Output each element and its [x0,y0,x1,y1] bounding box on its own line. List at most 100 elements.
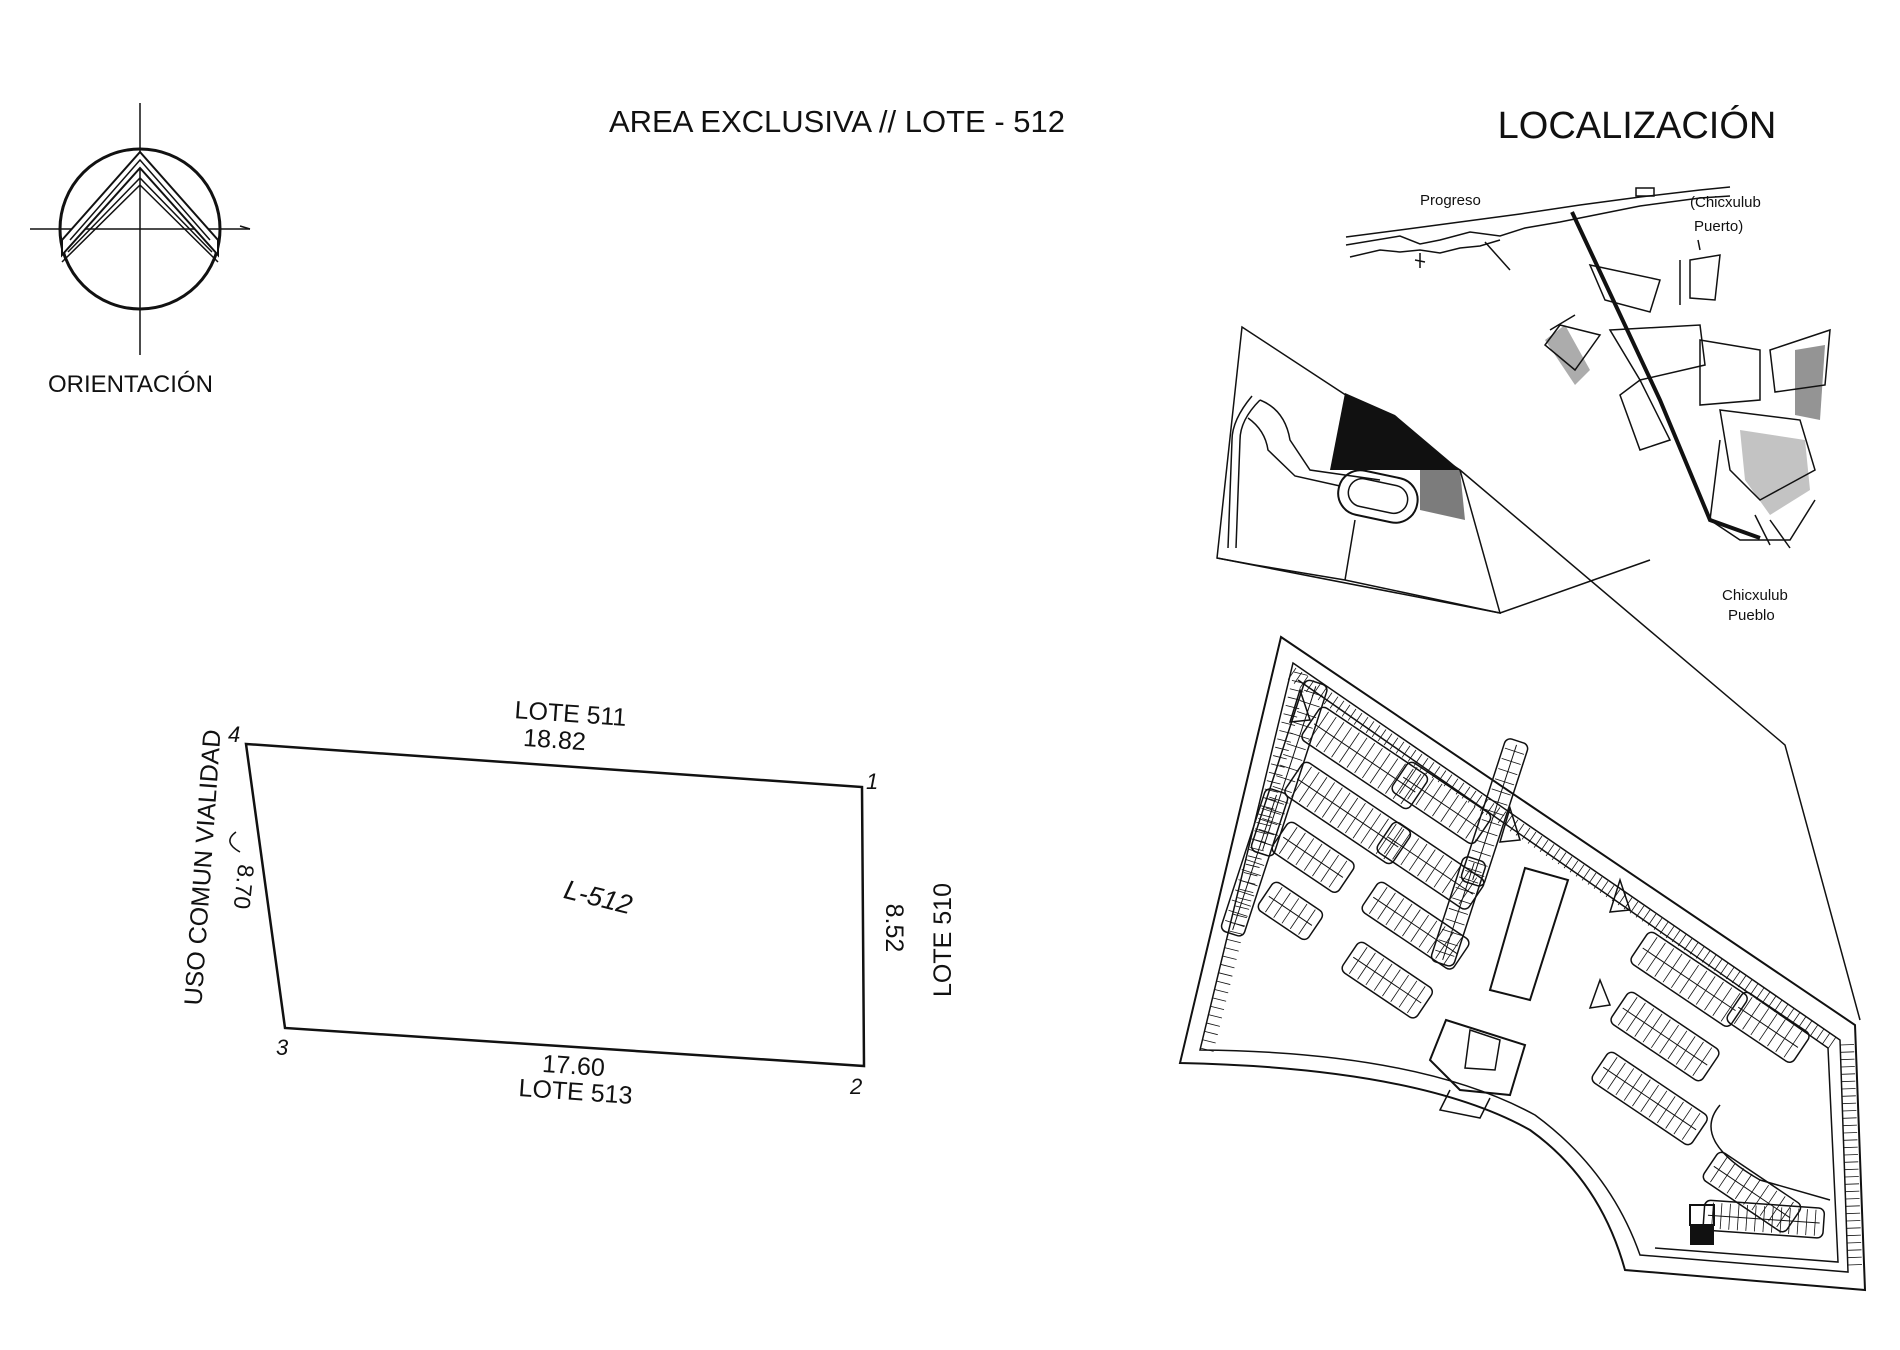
plan-hatch [1847,1249,1862,1251]
plan-hatch [1737,975,1747,988]
plan-hatch [1844,1176,1859,1178]
orientation-label: ORIENTACIÓN [48,371,213,398]
plan-hatch [1695,946,1705,959]
plan-hatch [1359,716,1369,729]
plan-hatch [1323,692,1333,705]
plan-hatch [1843,1154,1859,1156]
lot-boundary [244,742,866,1068]
plan-hatch [1629,901,1639,914]
plan-hatch [1665,926,1675,939]
east-neighbor-label: LOTE 510 [929,883,957,997]
plan-block [1726,991,1810,1064]
plan-block [1630,931,1748,1028]
plan-hatch [1701,950,1711,963]
plan-hatch [1842,1110,1857,1112]
plan-hatch [1815,1028,1825,1041]
place-chicxulub-puerto-1: (Chicxulub [1690,194,1761,211]
plan-hatch [1683,938,1693,951]
plan-hatch [1317,688,1327,701]
plan-hatch [1210,1005,1225,1011]
plan-hatch [1401,745,1411,758]
plan-block [1391,761,1492,845]
plan-hatch [1293,671,1308,676]
plan-hatch [1842,1124,1857,1127]
plan-block [1301,706,1429,810]
plan-hatch [1233,913,1248,919]
lot-name-label: L-512 [561,874,635,920]
plan-hatch [1847,1264,1863,1266]
development-master-plan [1178,635,1867,1292]
place-progreso: Progreso [1420,192,1481,209]
plan-hatch [1563,856,1573,869]
plan-hatch [1840,1058,1855,1061]
plan-hatch [1743,979,1753,992]
plan-hatch [1659,921,1669,934]
plan-hatch [1840,1051,1855,1053]
plan-hatch [1395,741,1405,754]
plan-hatch [1843,1139,1858,1141]
place-chicxulub-pueblo-1: Chicxulub [1722,587,1788,604]
place-chicxulub-pueblo-2: Pueblo [1728,607,1775,624]
plan-block [1257,881,1324,941]
plan-hatch [1842,1102,1857,1105]
plan-hatch [1353,712,1363,725]
plan-hatch [1277,738,1291,743]
plan-hatch [1222,955,1237,960]
plan-block [1702,1151,1802,1233]
plan-hatch [1845,1183,1860,1185]
plan-hatch [1299,675,1309,688]
plan-hatch [1647,913,1657,926]
plan-hatch [1575,864,1585,877]
plan-hatch [1212,997,1227,1002]
plan-hatch [1220,964,1235,969]
plan-hatch [1845,1198,1860,1200]
plan-hatch [1206,1022,1220,1027]
plan-hatch [1291,679,1306,685]
plan-hatch [1844,1168,1859,1171]
south-length-label: 17.60 [541,1050,605,1082]
plan-hatch [1809,1024,1819,1037]
plan-hatch [1557,852,1567,865]
plan-block [1460,738,1529,887]
plan-hatch [1821,1032,1831,1045]
plan-hatch [1497,811,1507,824]
plan-hatch [1521,827,1531,840]
plan-hatch [1245,863,1260,868]
plan-block [1376,821,1485,910]
plan-hatch [1599,880,1609,893]
plan-hatch [1551,848,1561,861]
vertex-label-4: 4 [228,722,240,747]
plan-hatch [1235,905,1250,910]
plan-hatch [1371,725,1381,738]
plan-hatch [1199,1047,1214,1052]
plan-hatch [1285,705,1300,710]
plan-hatch [1587,872,1597,885]
plan-hatch [1287,667,1297,680]
plan-hatch [1839,1044,1855,1046]
plan-hatch [1843,1146,1858,1149]
plan-hatch [1283,713,1298,718]
plan-hatch [1847,1256,1862,1259]
plan-hatch [1641,909,1651,922]
plan-hatch [1713,958,1723,971]
plan-hatch [1677,934,1687,947]
plan-hatch [1605,885,1615,898]
plan-hatch [1725,967,1735,980]
plan-hatch [1377,729,1387,742]
plan-hatch [1509,819,1519,832]
plan-hatch [1844,1161,1859,1163]
plan-hatch [1827,1036,1837,1049]
plan-hatch [1237,897,1252,902]
plan-hatch [1533,835,1543,848]
plan-hatch [1389,737,1399,750]
plan-hatch [1247,855,1262,860]
plan-hatch [1755,987,1765,1000]
plan-hatch [1653,917,1663,930]
plan-hatch [1262,796,1277,802]
plan-block [1430,856,1487,967]
plan-hatch [1224,947,1239,952]
plan-hatch [1268,771,1283,777]
sheet-title: AREA EXCLUSIVA // LOTE - 512 [609,104,1065,139]
vertex-label-3: 3 [276,1035,289,1060]
